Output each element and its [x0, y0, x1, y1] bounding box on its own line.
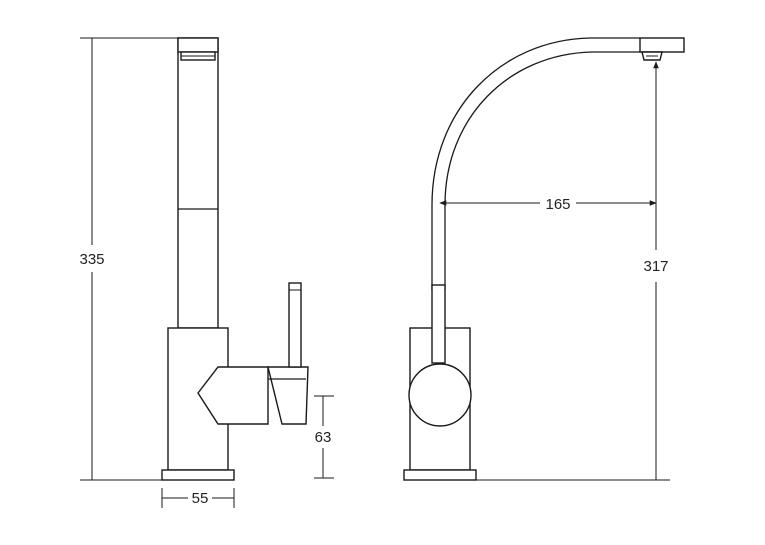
handle-rod [288, 282, 302, 368]
dim-spout-height-label: 317 [643, 258, 668, 275]
lever-block [267, 366, 309, 425]
dim-total-height-label: 335 [79, 251, 104, 268]
base-plate [161, 469, 235, 481]
handle-disc [408, 363, 472, 427]
dim-handle-height-label: 63 [315, 429, 332, 446]
side-view: 165 317 [403, 37, 685, 481]
front-view: 335 55 63 [79, 37, 334, 508]
spout-outer-curve [431, 37, 640, 290]
dim-base-width-label: 55 [192, 490, 209, 507]
spout-column [177, 37, 219, 329]
spout-tip [639, 37, 685, 53]
spout-inner-curve [444, 51, 640, 290]
dim-spout-reach-label: 165 [545, 196, 570, 213]
base-plate-side [403, 469, 477, 481]
spout-neck [431, 284, 446, 364]
top-cap [177, 37, 219, 53]
cartridge-housing [197, 366, 269, 425]
